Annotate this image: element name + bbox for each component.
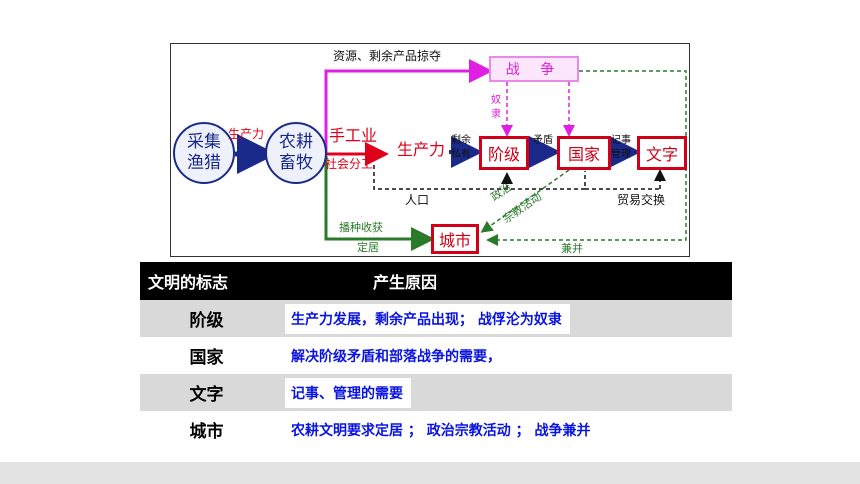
writing-label: 文字: [645, 145, 678, 164]
arrow-state-city: [480, 169, 570, 233]
population-label: 人口: [405, 193, 430, 207]
settle-label: 定居: [357, 241, 379, 254]
farming-label: 播种收获: [339, 221, 383, 234]
state-node: 国家: [557, 136, 611, 170]
surplus-label: 剩余 私有: [451, 135, 471, 160]
class-node: 阶级: [479, 136, 529, 170]
civilization-diagram: 资源、剩余产品掠夺 战 争 奴 隶 采集 渔猎 农耕 畜牧 生产力 手工业 社会…: [170, 43, 690, 257]
causes-table: 文明的标志 产生原因 阶级 生产力发展，剩余产品出现； 战俘沦为奴隶 国家 解决…: [140, 262, 732, 448]
arrow-farm-city: [324, 156, 435, 251]
social-division-label: 社会分工: [325, 157, 374, 171]
handicraft-label: 手工业: [329, 126, 378, 145]
writing-node: 文字: [637, 136, 687, 170]
mark-cell: 国家: [140, 337, 273, 374]
reason-cell: 生产力发展，剩余产品出现； 战俘沦为奴隶: [273, 300, 732, 337]
table-header: 文明的标志 产生原因: [140, 262, 732, 300]
city-node: 城市: [431, 224, 479, 254]
slave-label: 奴 隶: [491, 95, 501, 120]
mark-cell: 城市: [140, 411, 273, 448]
reason-cell: 解决阶级矛盾和部落战争的需要，: [273, 337, 732, 374]
top-label: 资源、剩余产品掠夺: [333, 49, 442, 63]
reason-cell: 农耕文明要求定居 ； 政治宗教活动 ； 战争兼并: [273, 411, 732, 448]
productivity-small: 生产力: [228, 127, 265, 141]
arrow-plunder-war: [324, 59, 493, 154]
annex-label: 兼并: [561, 242, 583, 255]
table-row: 城市 农耕文明要求定居 ； 政治宗教活动 ； 战争兼并: [140, 411, 732, 448]
loop-population: [373, 165, 586, 190]
record-label: 记事 管理: [611, 135, 631, 160]
farm-node: 农耕 畜牧: [265, 122, 327, 184]
state-label: 国家: [567, 145, 600, 164]
war-node: 战 争: [489, 56, 579, 82]
class-label: 阶级: [487, 145, 520, 164]
header-reason: 产生原因: [273, 262, 732, 300]
productivity-big: 生产力: [397, 140, 446, 159]
war-label: 战 争: [505, 62, 563, 78]
trade-label: 贸易交换: [617, 193, 666, 207]
reason-cell: 记事、管理的需要: [273, 374, 732, 411]
gather-node: 采集 渔猎: [173, 122, 235, 184]
table-row: 文字 记事、管理的需要: [140, 374, 732, 411]
bottom-band: [0, 462, 860, 484]
mark-cell: 阶级: [140, 300, 273, 337]
city-label: 城市: [438, 231, 471, 250]
table-row: 国家 解决阶级矛盾和部落战争的需要，: [140, 337, 732, 374]
conflict-label: 矛盾: [533, 135, 553, 146]
header-mark: 文明的标志: [140, 262, 273, 300]
table-row: 阶级 生产力发展，剩余产品出现； 战俘沦为奴隶: [140, 300, 732, 337]
mark-cell: 文字: [140, 374, 273, 411]
